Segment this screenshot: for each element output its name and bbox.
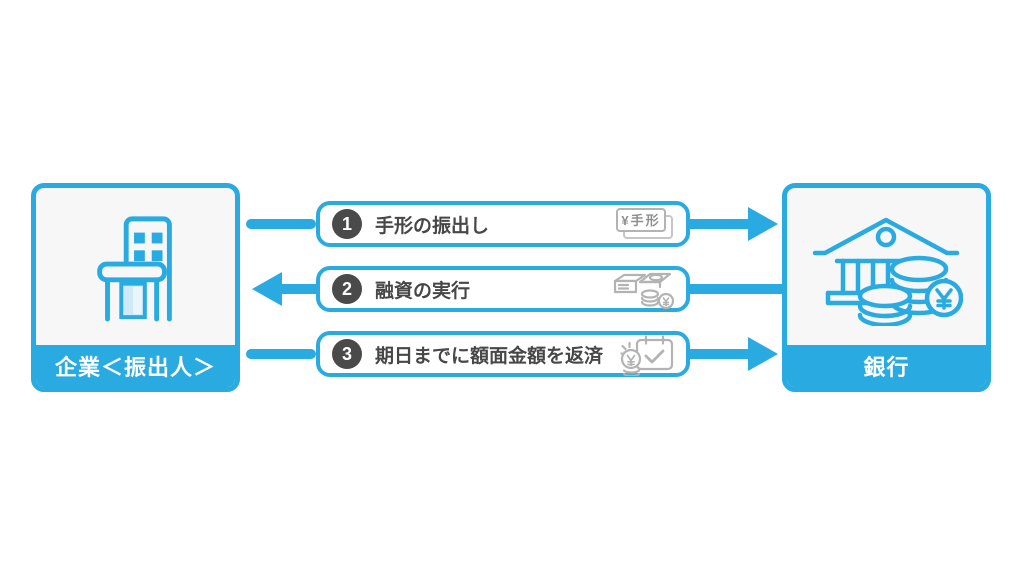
step-1-pill: 1 手形の振出し ¥手形 xyxy=(316,201,690,247)
step-1-arrowhead-right-icon xyxy=(748,207,778,241)
promissory-note-icon: ¥手形 xyxy=(616,207,676,241)
step-1-label: 手形の振出し xyxy=(375,215,490,237)
bank-label: 銀行 xyxy=(787,345,986,387)
bank-card: 銀行 xyxy=(782,183,991,392)
step-3-pill: 3 期日までに額面金額を返済 xyxy=(316,331,690,377)
step-3-number-badge: 3 xyxy=(332,339,362,369)
step-1-left-connector xyxy=(246,219,316,229)
step-1-number-badge: 1 xyxy=(332,209,362,239)
step-1-right-connector xyxy=(690,219,750,229)
company-card: 企業＜振出人＞ xyxy=(31,183,240,392)
banknotes-coins-icon xyxy=(612,268,676,310)
office-building-icon xyxy=(96,215,172,322)
calendar-check-coin-icon xyxy=(620,333,676,376)
step-2-label: 融資の実行 xyxy=(375,280,471,302)
step-2-arrowhead-left-icon xyxy=(252,272,282,306)
company-icon-area xyxy=(36,188,235,345)
note-front-sheet: ¥手形 xyxy=(616,207,666,232)
step-2-pill: 2 融資の実行 xyxy=(316,266,690,312)
step-3-left-connector xyxy=(246,349,316,359)
step-2-number-badge: 2 xyxy=(332,274,362,304)
bank-and-coins-icon xyxy=(812,217,963,326)
step-3-right-connector xyxy=(690,349,750,359)
yen-symbol xyxy=(934,287,953,310)
step-3-arrowhead-right-icon xyxy=(748,337,778,371)
bank-icon-area xyxy=(787,188,986,345)
step-2-right-connector xyxy=(690,284,784,294)
step-2-left-connector xyxy=(280,284,316,294)
company-label: 企業＜振出人＞ xyxy=(36,345,235,387)
step-3-label: 期日までに額面金額を返済 xyxy=(375,345,604,367)
